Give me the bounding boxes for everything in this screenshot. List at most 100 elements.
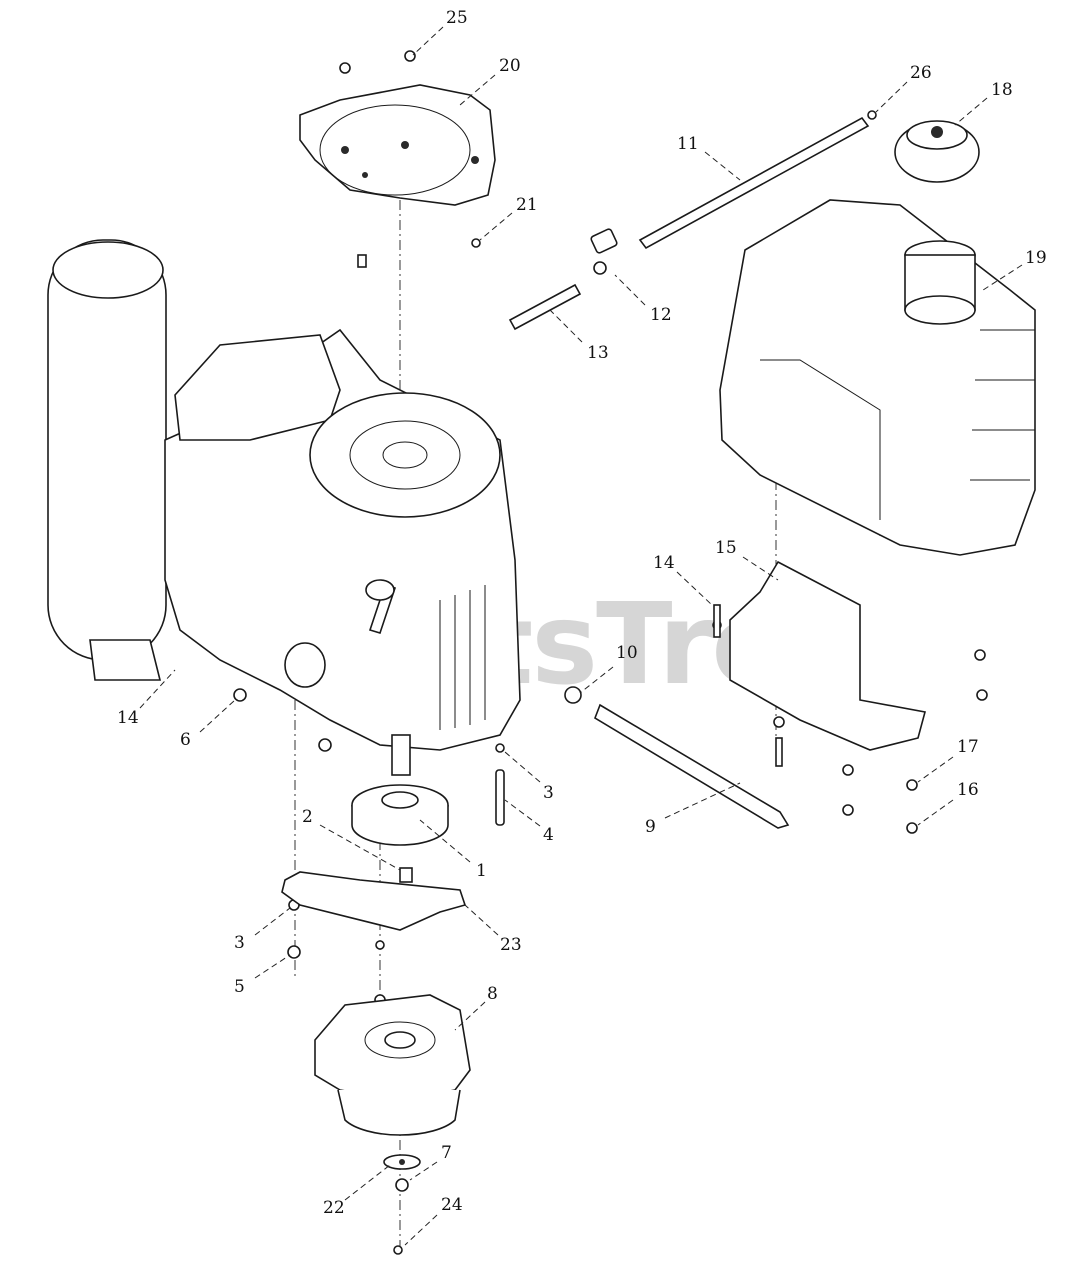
callout-leader: [409, 1161, 438, 1181]
callout-c20: 20: [459, 56, 521, 106]
callout-leader: [742, 556, 779, 581]
callout-c3b: 3: [234, 907, 291, 953]
callout-c24: 24: [404, 1195, 463, 1246]
part-number-label: 13: [587, 343, 609, 363]
part-number-label: 25: [446, 8, 468, 28]
callout-leader: [454, 1001, 486, 1031]
part-number-label: 26: [910, 63, 932, 83]
part-number-label: 1: [476, 861, 487, 881]
part-number-label: 7: [441, 1143, 452, 1163]
callout-leader: [504, 751, 541, 783]
callout-c25: 25: [412, 8, 468, 56]
callout-leader: [875, 81, 908, 113]
part-11-12-13-fuel-line: [508, 116, 870, 331]
callout-c17: 17: [917, 737, 979, 783]
callout-c8: 8: [454, 984, 498, 1031]
part-number-label: 4: [543, 825, 554, 845]
part-number-label: 11: [677, 134, 699, 154]
callout-leader: [464, 904, 499, 936]
part-19-fuel-tank: [719, 199, 1036, 556]
callout-leader: [404, 1214, 438, 1246]
part-callouts: 1233456789101112131414151617181920212223…: [117, 8, 1047, 1246]
callout-leader: [254, 954, 291, 979]
callout-leader: [319, 824, 401, 871]
part-number-label: 2: [302, 807, 313, 827]
callout-c23: 23: [464, 904, 522, 955]
callout-leader: [504, 799, 541, 827]
part-number-label: 16: [957, 780, 979, 800]
callout-c14b: 14: [653, 553, 713, 606]
part-number-label: 17: [957, 737, 979, 757]
engine: [47, 239, 521, 776]
callout-c1: 1: [419, 819, 487, 881]
callout-c21: 21: [479, 195, 538, 241]
part-number-label: 19: [1025, 248, 1047, 268]
callout-c2: 2: [302, 807, 401, 871]
callout-leader: [254, 907, 291, 936]
part-number-label: 5: [234, 977, 245, 997]
callout-leader: [479, 212, 513, 241]
callout-c4: 4: [504, 799, 554, 845]
callout-leader: [139, 669, 176, 709]
part-23-clutch-bracket: [281, 871, 467, 931]
callout-leader: [344, 1164, 391, 1201]
part-9-tube: [564, 686, 790, 829]
part-2-key: [399, 867, 413, 883]
callout-c9: 9: [645, 782, 741, 837]
callout-leader: [704, 151, 741, 181]
part-number-label: 14: [117, 708, 139, 728]
callout-leader: [579, 666, 614, 694]
part-number-label: 3: [234, 933, 245, 953]
callout-c18: 18: [954, 80, 1013, 126]
callout-c13: 13: [549, 309, 609, 363]
callout-leader: [664, 782, 741, 819]
callout-c6: 6: [180, 699, 236, 750]
callout-leader: [419, 819, 471, 863]
callout-c16: 16: [917, 780, 979, 826]
part-number-label: 3: [543, 783, 554, 803]
part-number-label: 12: [650, 305, 672, 325]
callout-c5: 5: [234, 954, 291, 997]
callout-leader: [917, 756, 954, 783]
callout-leader: [459, 74, 496, 106]
callout-leader: [199, 699, 236, 733]
callout-leader: [614, 274, 646, 306]
part-number-label: 20: [499, 56, 521, 76]
callout-leader: [954, 97, 988, 126]
callout-leader: [676, 571, 713, 606]
part-number-label: 18: [991, 80, 1013, 100]
part-number-label: 8: [487, 984, 498, 1004]
part-22-7-24-hardware: [383, 1154, 421, 1170]
part-number-label: 10: [616, 643, 638, 663]
small-hardware: [233, 50, 988, 1255]
part-number-label: 9: [645, 817, 656, 837]
callout-c15: 15: [715, 538, 779, 581]
callout-leader: [979, 264, 1023, 293]
callout-leader: [412, 26, 444, 56]
part-number-label: 15: [715, 538, 737, 558]
part-20-shroud-plate: [299, 84, 496, 206]
part-1-pulley: [351, 784, 449, 846]
part-8-pto-clutch: [314, 994, 471, 1136]
callout-c12: 12: [614, 274, 672, 325]
part-number-label: 22: [323, 1198, 345, 1218]
part-15-tank-bracket: [729, 560, 926, 751]
callout-c3a: 3: [504, 751, 554, 803]
part-number-label: 24: [441, 1195, 463, 1215]
callout-leader: [549, 309, 583, 343]
callout-c26: 26: [875, 63, 932, 113]
callout-c22: 22: [323, 1164, 391, 1218]
part-number-label: 14: [653, 553, 675, 573]
callout-c11: 11: [677, 134, 741, 181]
callout-c19: 19: [979, 248, 1047, 293]
part-number-label: 23: [500, 935, 522, 955]
part-number-label: 21: [516, 195, 538, 215]
callout-c10: 10: [579, 643, 638, 694]
part-18-fuel-cap: [894, 120, 980, 183]
callout-c7: 7: [409, 1143, 452, 1181]
part-number-label: 6: [180, 730, 191, 750]
callout-c14a: 14: [117, 669, 176, 728]
callout-leader: [917, 799, 954, 826]
